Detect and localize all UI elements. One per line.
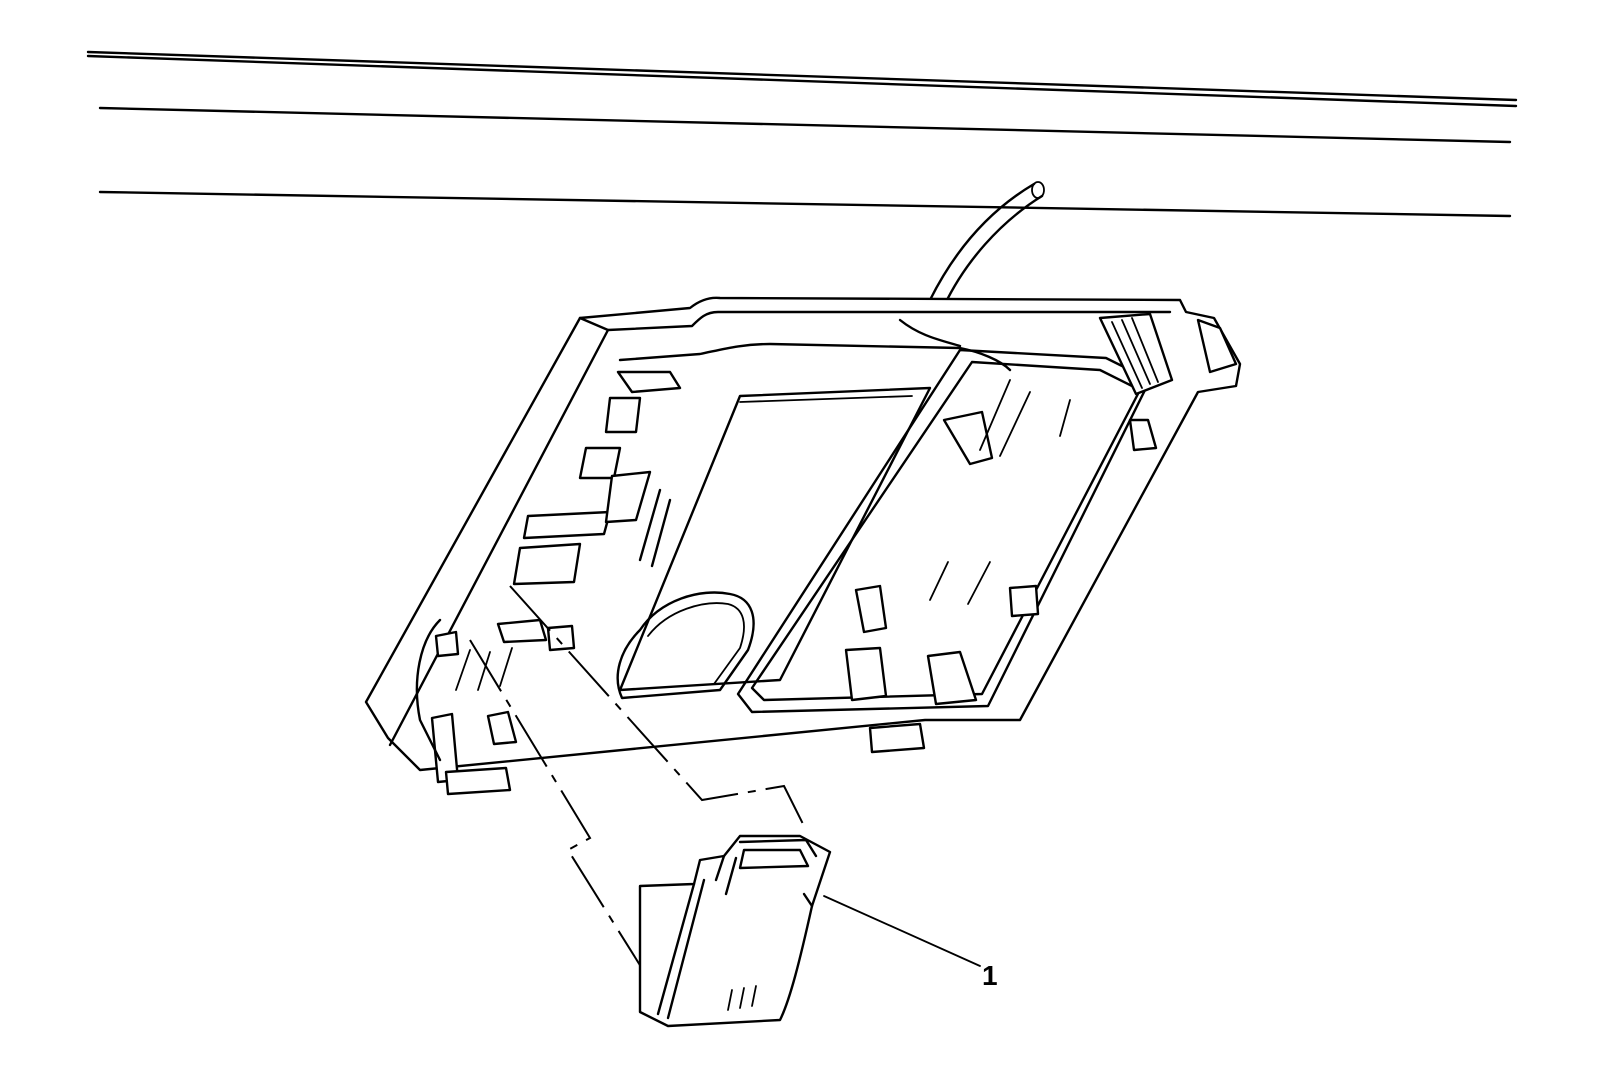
module-bracket — [364, 296, 1242, 796]
installation-guide-lines — [469, 585, 807, 1011]
roof-headliner-lines — [86, 50, 1518, 218]
electronic-module — [638, 834, 832, 1028]
callout-leader-line — [823, 895, 981, 967]
callout-label-1: 1 — [982, 960, 998, 991]
